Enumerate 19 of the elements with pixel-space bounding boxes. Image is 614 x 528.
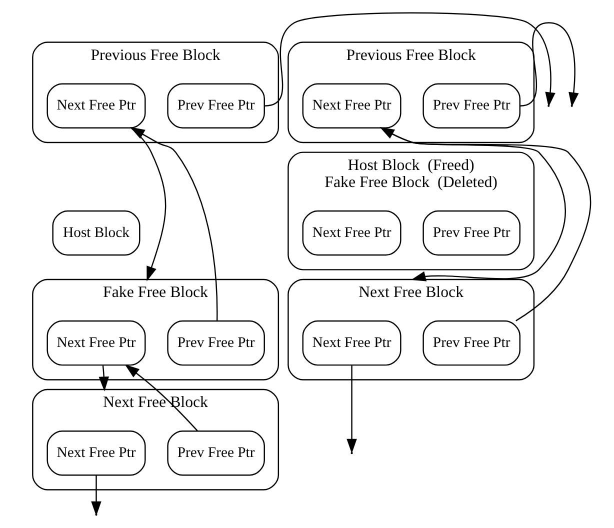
node-box: Prev Free Ptr bbox=[167, 430, 265, 476]
node-box: Next Free Ptr bbox=[302, 210, 402, 256]
node-box: Prev Free Ptr bbox=[422, 320, 520, 366]
node-box: Prev Free Ptr bbox=[422, 83, 520, 128]
node-box: Prev Free Ptr bbox=[167, 320, 265, 366]
node-box: Next Free Ptr bbox=[46, 320, 146, 366]
arrow bbox=[130, 128, 166, 282]
arrow bbox=[380, 126, 592, 322]
arrow bbox=[98, 365, 110, 392]
node-box: Prev Free Ptr bbox=[167, 83, 265, 128]
node-box: Host Block bbox=[52, 210, 140, 256]
arrow bbox=[346, 366, 357, 454]
node-box: Next Free Ptr bbox=[302, 83, 402, 128]
arrow bbox=[124, 364, 198, 432]
node-box: Prev Free Ptr bbox=[422, 210, 520, 256]
node-box: Next Free Ptr bbox=[302, 320, 402, 366]
node-box: Next Free Ptr bbox=[46, 430, 146, 476]
arrow bbox=[130, 127, 218, 321]
node-box: Next Free Ptr bbox=[46, 83, 146, 128]
